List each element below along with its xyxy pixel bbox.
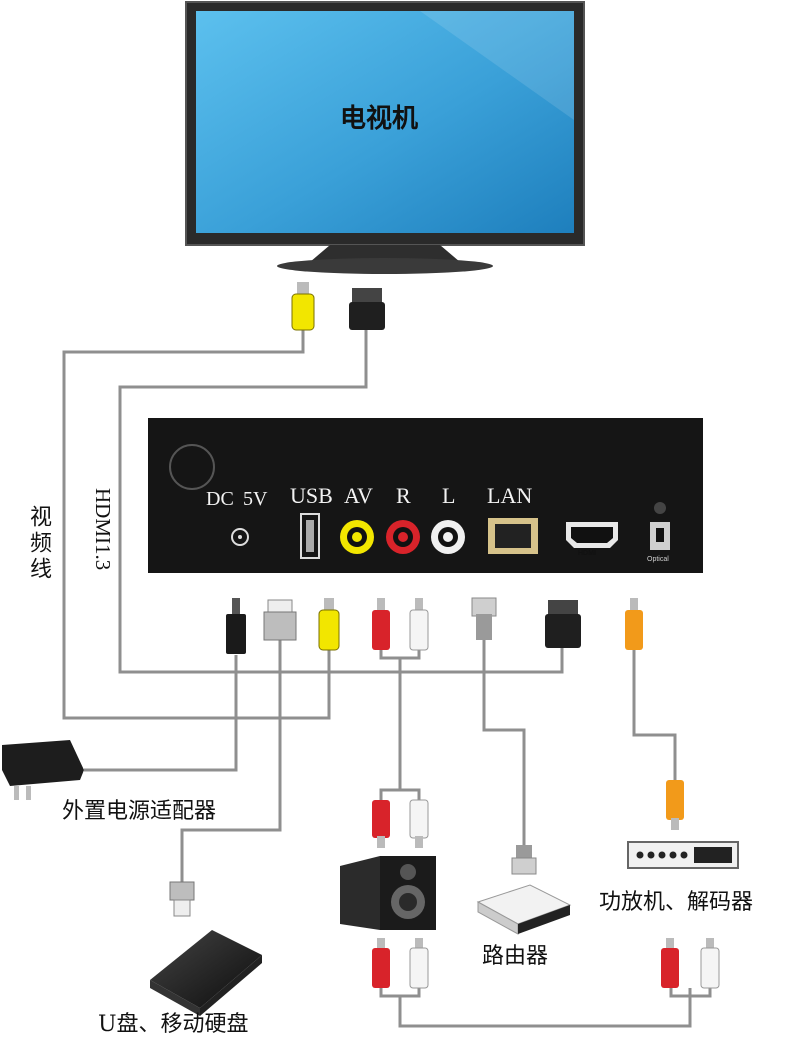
lan-plug	[471, 597, 497, 640]
video-cable-label: 视频线	[26, 505, 51, 583]
video-cable	[62, 330, 331, 720]
tv-yellow-rca-plug	[291, 282, 315, 331]
cables	[62, 330, 712, 1028]
usb-cable	[180, 640, 282, 882]
audio-cable-top	[379, 650, 421, 660]
router	[476, 884, 572, 935]
tv-stand-base	[277, 258, 493, 274]
audio-red-plug-top	[372, 598, 390, 650]
r-port-label: R	[396, 483, 411, 508]
hdd-usb-plug	[169, 881, 195, 917]
amp-red-plug	[661, 938, 679, 988]
av-port-label: AV	[344, 483, 373, 508]
power-adapter-label: 外置电源适配器	[62, 799, 217, 824]
audio-cable-mid	[379, 658, 402, 800]
optical-port-label: Optical	[647, 556, 669, 563]
audio-white-plug-low	[409, 938, 429, 989]
power-adapter	[2, 740, 84, 800]
amplifier-label: 功放机、解码器	[599, 890, 754, 915]
power-plug	[226, 598, 246, 654]
usb-port	[300, 513, 320, 559]
audio-white-plug-top	[409, 598, 429, 651]
audio-red-plug-mid	[372, 800, 390, 848]
usb-storage-label: U盘、移动硬盘	[98, 1012, 249, 1037]
box-round-mark	[169, 444, 215, 490]
router-lan-plug	[511, 845, 537, 875]
optical-plug-low	[666, 780, 684, 830]
av-yellow-plug	[318, 598, 340, 651]
set-top-box	[148, 418, 703, 573]
speaker	[340, 856, 436, 930]
hdmi-port-label: HDMI	[578, 550, 596, 557]
tv-label: 电视机	[340, 104, 419, 134]
tv-screen-glare	[420, 11, 574, 120]
dc-port	[231, 528, 249, 546]
power-cable	[84, 655, 238, 772]
box-hdmi-plug	[545, 600, 581, 648]
amp-rca-join	[669, 988, 712, 998]
audio-cable-mid2	[400, 788, 421, 800]
sv-port-label: 5V	[243, 488, 268, 510]
hdmi-cable-label: HDMI1.3	[91, 488, 115, 571]
l-port-label: L	[442, 483, 456, 508]
audio-white-plug-mid	[409, 799, 429, 848]
hard-drive	[150, 930, 262, 1016]
speaker-amp-cable2	[398, 988, 692, 1028]
audio-red-plug-low	[372, 938, 390, 988]
speaker-amp-cable	[379, 988, 421, 998]
dc-port-label: DC	[206, 488, 234, 510]
lan-port-label: LAN	[487, 483, 533, 508]
hdmi-cable	[118, 330, 564, 674]
tv-hdmi-plug	[349, 288, 385, 330]
tv-screen	[196, 11, 574, 233]
usb-plug	[263, 599, 297, 641]
optical-plug-top	[625, 598, 643, 650]
lan-cable	[482, 640, 526, 845]
usb-port-label: USB	[290, 483, 333, 508]
amp-white-plug	[700, 938, 720, 989]
tv-stand	[310, 245, 460, 262]
tv	[185, 1, 585, 274]
amplifier	[627, 841, 739, 869]
router-label: 路由器	[482, 944, 549, 969]
optical-cable	[632, 650, 677, 780]
